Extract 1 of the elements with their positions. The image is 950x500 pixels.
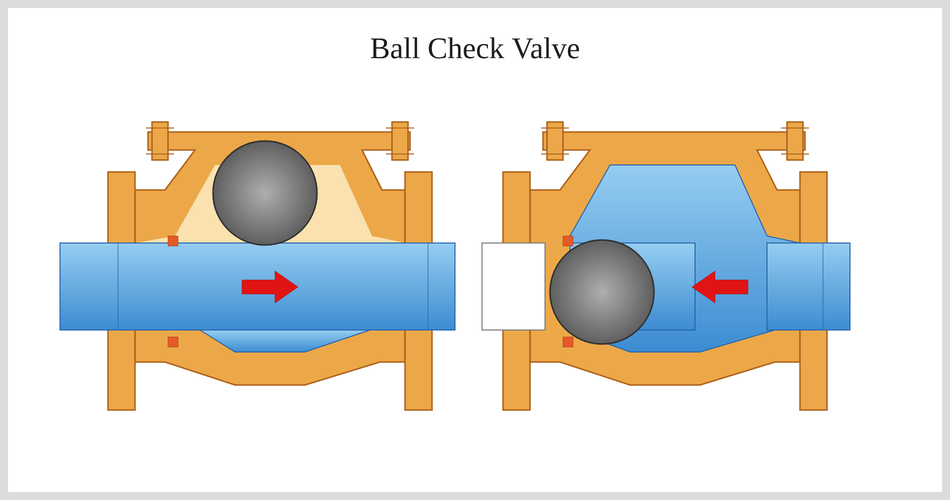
title: Ball Check Valve: [370, 37, 579, 59]
